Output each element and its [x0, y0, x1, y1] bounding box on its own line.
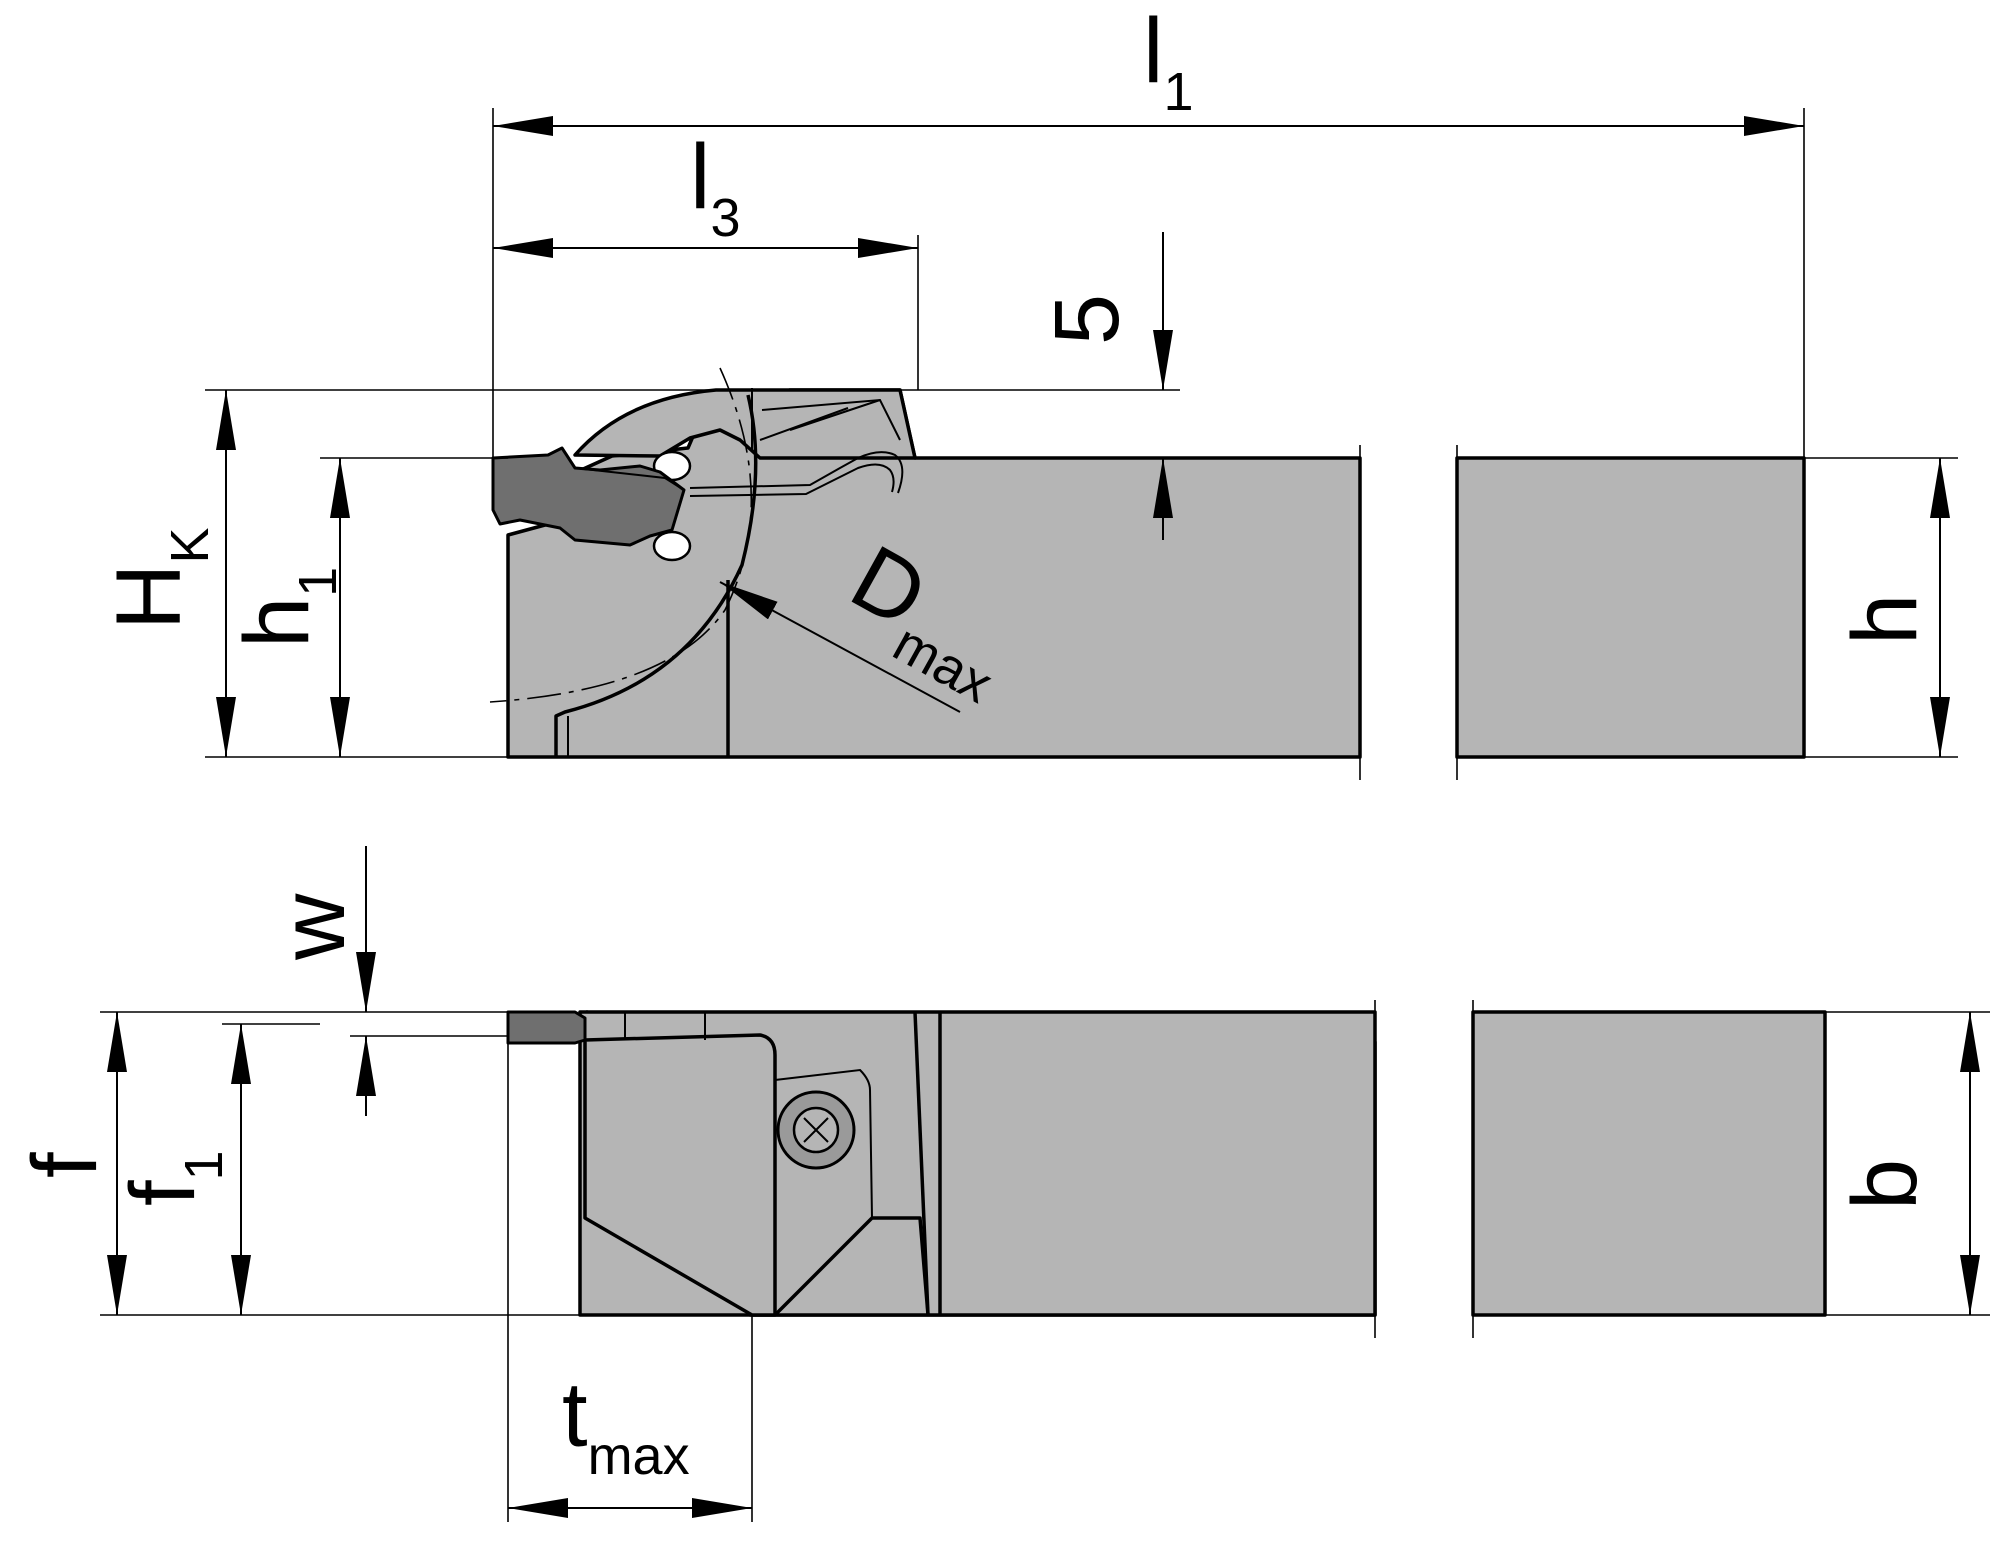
top-insert: [506, 1010, 587, 1045]
dimensions: [100, 108, 1990, 1522]
hk-label: HK: [98, 528, 220, 630]
top-view: [506, 1000, 1827, 1338]
top-clamp-plate: [583, 1033, 777, 1317]
top-shank-right: [1471, 1010, 1827, 1317]
dmax-leader: [719, 581, 961, 713]
h-label: h: [1834, 594, 1936, 645]
tmax-label: tmax: [562, 1364, 690, 1486]
l3-label: l3: [690, 126, 741, 248]
w-label: w: [262, 893, 364, 961]
b-label: b: [1834, 1159, 1936, 1210]
five-label: 5: [1036, 294, 1138, 345]
f-label: f: [14, 1152, 116, 1178]
side-shank-right: [1455, 456, 1806, 759]
f1-label: f1: [112, 1150, 234, 1206]
side-clamp-head: [573, 388, 917, 460]
side-curved-groove: [554, 394, 758, 757]
side-hole-bottom: [652, 530, 692, 562]
side-insert: [491, 446, 686, 547]
h1-label: h1: [226, 567, 348, 648]
l1-label: l1: [1143, 0, 1194, 122]
side-view: [489, 367, 1806, 780]
side-spring-wire: [689, 451, 904, 494]
